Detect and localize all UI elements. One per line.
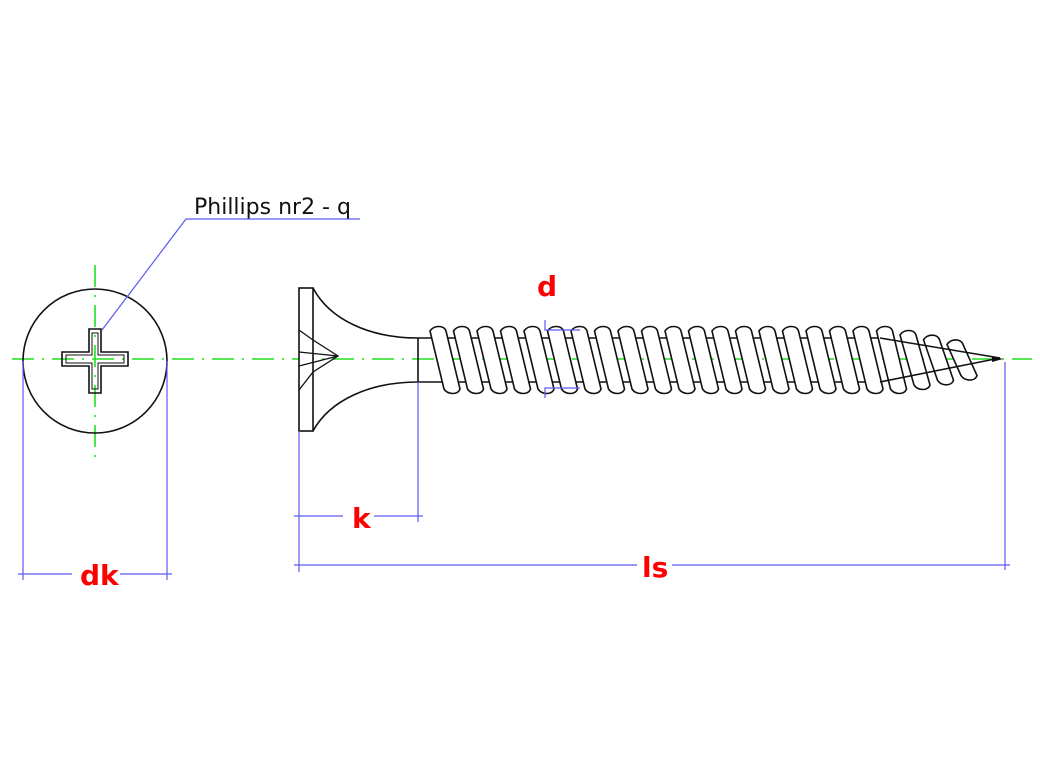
thread-crest	[687, 325, 720, 395]
dimension-d: d	[537, 270, 580, 398]
dimension-ls: ls	[294, 362, 1010, 584]
thread-crest	[452, 325, 485, 395]
thread-crest	[781, 325, 814, 395]
thread-crest	[852, 325, 884, 395]
thread-crest	[664, 325, 696, 395]
thread-crest	[523, 325, 555, 395]
thread-crest	[805, 325, 837, 395]
dimension-label-k: k	[352, 502, 372, 535]
thread-crest	[828, 325, 861, 395]
thread-crest	[711, 325, 743, 395]
thread-crest	[429, 325, 461, 395]
callout-leader-line	[101, 218, 360, 331]
thread-crest	[617, 325, 649, 395]
thread-crest	[899, 329, 931, 391]
thread-crest	[758, 325, 790, 395]
thread-crest	[875, 325, 908, 395]
thread-crest	[570, 325, 602, 395]
thread-crest	[499, 325, 532, 395]
thread-crest	[734, 325, 767, 395]
screw-tip	[879, 337, 1001, 383]
thread-crest	[593, 325, 626, 395]
bugle-head	[312, 287, 419, 432]
thread-crest	[640, 325, 673, 395]
thread-crest	[476, 325, 508, 395]
thread-crest	[546, 325, 579, 395]
dimension-label-ls: ls	[642, 551, 668, 584]
callout-text: Phillips nr2 - q	[194, 195, 351, 220]
dimension-label-dk: dk	[80, 559, 120, 592]
thread-crest	[922, 334, 955, 386]
phillips-cross-icon	[61, 328, 129, 394]
phillips-callout: Phillips nr2 - q	[101, 195, 360, 331]
thread-helix	[429, 325, 978, 395]
head-plate	[298, 287, 314, 432]
dimension-label-d: d	[537, 270, 557, 303]
dimension-k: k	[294, 382, 423, 572]
dimension-dk: dk	[18, 361, 172, 592]
screw-side-view	[298, 287, 1003, 432]
